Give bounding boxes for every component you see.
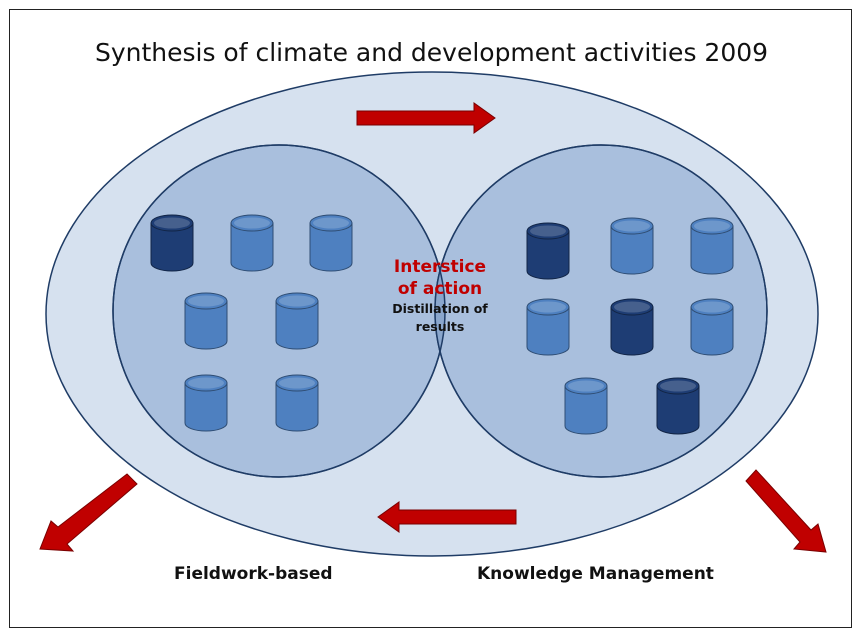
right-cylinder-group <box>526 217 734 435</box>
left-cylinder-3 <box>309 214 353 272</box>
left-cylinder-group <box>150 214 353 432</box>
right-cylinder-3 <box>690 217 734 275</box>
right-circle-outline <box>434 144 768 478</box>
interstice-sub-line1: Distillation of <box>392 301 488 316</box>
left-cylinder-6 <box>184 374 228 432</box>
left-cylinder-2 <box>230 214 274 272</box>
arrow-outward-left <box>39 473 138 552</box>
right-cylinder-6 <box>690 298 734 356</box>
right-cylinder-5 <box>610 298 654 356</box>
left-cylinder-7 <box>275 374 319 432</box>
left-cylinder-4 <box>184 292 228 350</box>
left-cylinder-1 <box>150 214 194 272</box>
arrow-top-right <box>356 102 496 134</box>
diagram-title: Synthesis of climate and development act… <box>94 38 769 67</box>
left-circle-outline <box>112 144 446 478</box>
interstice-label: Interstice of action Distillation of res… <box>373 256 507 336</box>
right-cylinder-2 <box>610 217 654 275</box>
label-fieldwork-based: Fieldwork-based <box>174 564 333 584</box>
arrow-bottom-left <box>377 501 517 533</box>
right-cylinder-4 <box>526 298 570 356</box>
label-knowledge-management: Knowledge Management <box>477 564 714 584</box>
interstice-title-line1: Interstice <box>393 257 487 277</box>
right-cylinder-1 <box>526 222 570 280</box>
right-cylinder-8 <box>656 377 700 435</box>
interstice-title-line2: of action <box>397 279 483 299</box>
left-cylinder-5 <box>275 292 319 350</box>
interstice-sub-line2: results <box>415 319 465 334</box>
arrow-outward-right <box>745 469 827 553</box>
right-cylinder-7 <box>564 377 608 435</box>
